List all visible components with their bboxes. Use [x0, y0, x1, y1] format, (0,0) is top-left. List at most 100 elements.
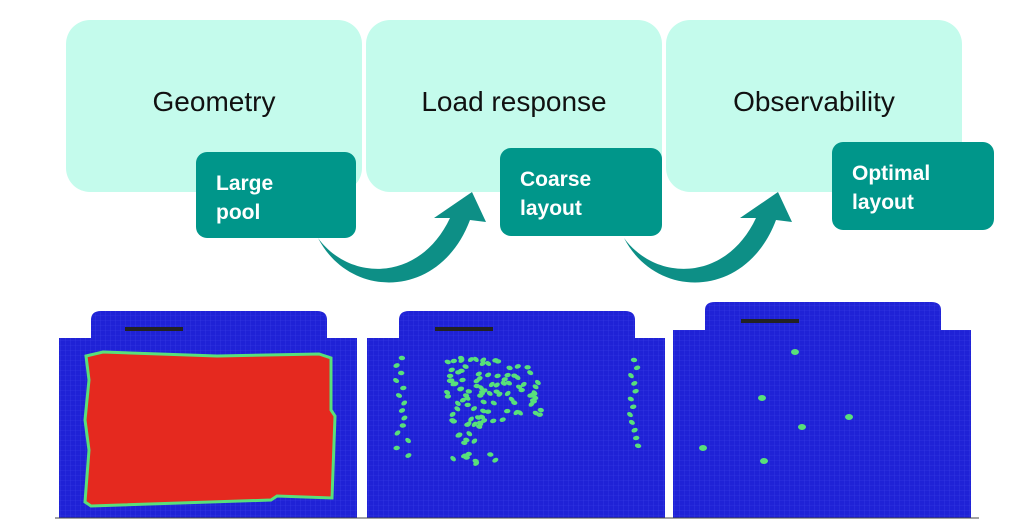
arrow-geometry-to-load — [318, 192, 486, 283]
sensor-dot — [488, 381, 495, 388]
sensor-dot — [520, 381, 527, 387]
sensor-dot — [513, 409, 520, 416]
sensor-dot — [627, 396, 634, 402]
sensor-dot — [466, 431, 473, 437]
sensor-dot — [504, 372, 511, 378]
sensor-dot — [444, 394, 452, 399]
stage-title-load-response: Load response — [421, 86, 607, 117]
sensor-dot — [845, 414, 853, 420]
sensor-dot — [501, 377, 508, 382]
sensor-dot — [401, 400, 408, 406]
sensor-dot — [791, 349, 799, 355]
sensor-dot — [450, 358, 457, 364]
sensor-dot — [465, 389, 472, 394]
sensor-dot — [500, 380, 507, 386]
stage-title-observability: Observability — [733, 86, 895, 117]
sensor-dot — [631, 381, 638, 386]
sensor-dot — [511, 400, 518, 405]
sensor-dot — [393, 378, 400, 383]
sensor-dot — [455, 400, 461, 407]
sensor-dot — [444, 359, 451, 365]
sensor-dot — [630, 404, 637, 410]
sensor-dot — [487, 452, 494, 457]
sensor-dot — [528, 401, 535, 407]
sensor-dot — [493, 382, 500, 388]
sensor-dot — [478, 414, 486, 420]
sensor-dot — [634, 443, 642, 449]
sensor-dot — [398, 408, 406, 413]
arrow-load-to-observability — [624, 192, 792, 283]
sensor-dot — [532, 384, 539, 390]
sensor-dot — [473, 356, 479, 363]
sensor-dot — [471, 406, 477, 412]
sensor-dot — [493, 389, 500, 394]
sensor-dot — [537, 407, 544, 413]
sensor-dot — [393, 363, 400, 368]
sensor-dot — [398, 355, 406, 361]
tag-coarse-layout: Coarse layout — [500, 148, 662, 236]
sensor-dot — [511, 373, 518, 378]
sensor-dot — [480, 357, 487, 363]
sensor-dot — [399, 423, 406, 428]
sensor-dot — [457, 355, 465, 361]
sensor-dot — [449, 411, 456, 417]
sensor-dot — [400, 385, 407, 391]
sensor-dot — [490, 418, 497, 424]
sensor-dot — [535, 379, 541, 386]
sensor-set-optimal — [699, 349, 853, 464]
sensor-dot — [486, 390, 493, 396]
sensor-dot — [524, 365, 531, 370]
sensor-dot — [760, 458, 768, 464]
sensor-dot — [485, 360, 492, 367]
sensor-dot — [505, 380, 512, 386]
sensor-dot — [630, 357, 638, 363]
tag-coarse-layout-line2: layout — [520, 197, 582, 220]
sensor-dot — [518, 387, 525, 393]
sensor-dot — [459, 397, 467, 403]
sensor-dot — [468, 416, 474, 422]
pool-region — [83, 350, 337, 508]
sensor-dot — [492, 457, 499, 463]
sensor-dot — [494, 373, 501, 379]
sensor-dot — [628, 372, 634, 379]
sensor-cluster-coarse — [393, 355, 642, 466]
sensor-dot — [458, 368, 465, 374]
sensor-dot — [446, 373, 454, 379]
sensor-dot — [448, 367, 455, 373]
sensor-dot — [536, 412, 543, 417]
sensor-dot — [456, 432, 463, 438]
sensor-dot — [476, 424, 483, 429]
sensor-dot — [499, 417, 506, 423]
sensor-dot — [475, 371, 482, 377]
sensor-dot — [476, 376, 483, 381]
sensor-dot — [632, 388, 639, 394]
sensor-dot — [480, 408, 487, 414]
sensor-dot — [484, 409, 492, 414]
tag-optimal-layout-line2: layout — [852, 191, 914, 214]
sensor-dot — [628, 419, 635, 425]
sensor-dot — [464, 402, 471, 408]
sensor-dot — [471, 421, 478, 427]
sensor-dot — [481, 388, 488, 393]
sensor-dot — [450, 456, 456, 462]
sensor-dot — [401, 415, 408, 421]
sensor-dot — [405, 437, 411, 444]
sensor-dot — [405, 453, 412, 458]
sensor-dot — [798, 424, 806, 430]
sensor-dot — [504, 390, 511, 397]
tag-coarse-layout-line1: Coarse — [520, 168, 592, 191]
sensor-dot — [514, 364, 521, 369]
sensor-dot — [464, 422, 471, 427]
sensor-dot — [480, 399, 487, 405]
tag-optimal-layout-line1: Optimal — [852, 162, 931, 185]
sensor-dot — [467, 357, 474, 363]
sensor-dot — [461, 453, 468, 459]
sensor-dot — [394, 430, 401, 436]
sensor-dot — [461, 440, 468, 446]
sensor-dot — [472, 458, 479, 464]
sensor-dot — [532, 395, 539, 400]
sensor-dot — [452, 381, 459, 387]
mesh-panel-observability — [669, 302, 979, 519]
sensor-dot — [494, 359, 502, 364]
